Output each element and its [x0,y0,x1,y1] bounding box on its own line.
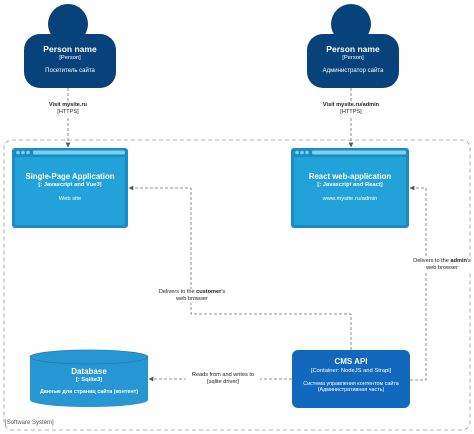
person-visitor-name: Person name [43,44,97,54]
relation-visit-admin-label: Visit mysite.ru/admin [HTTPS] [316,102,386,116]
relation-deliver-customer-line2: web browser [176,295,208,302]
relation-deliver-admin-pre: Delivers to the [413,258,451,264]
db-desc: Данные для страниц сайта (контент) [39,389,139,395]
relation-deliver-admin-bold: admin [450,258,467,264]
react-text: React web-application [: Javascript and … [294,172,406,202]
relation-db-rw-label: Reads from and writes to [sqlite driver] [186,372,260,386]
person-admin-name: Person name [326,44,380,54]
relation-visit-user-text: Visit mysite.ru [48,102,88,108]
system-boundary [3,139,471,431]
spa-tech: [: Javascript and Vue3] [38,182,102,188]
spa-title: Single-Page Application [25,172,115,181]
cms-tech: [Container: NodeJS and Strapi] [310,368,392,374]
relation-deliver-customer-line [128,185,352,350]
relation-visit-user-tech: [HTTPS] [57,108,79,115]
person-visitor-desc: Посетитель сайта [45,68,95,74]
relation-deliver-customer-pre: Delivers to the [158,289,197,295]
react-desc: www.mysite.ru/admin [322,196,378,202]
react-tech: [: Javascript and React] [317,182,383,188]
person-visitor-body [24,34,116,88]
relation-deliver-customer-post: 's [221,289,226,295]
container-react[interactable] [291,148,409,228]
relation-deliver-admin-label: Delivers to the admin's web browser [411,258,473,272]
boundary-label: [Software System] [5,420,54,426]
relation-db-rw-tech: [sqlite driver] [207,378,239,385]
db-title: Database [71,367,107,376]
relation-deliver-admin-post: 's [466,258,471,264]
relation-deliver-admin-line2: web browser [426,264,458,271]
person-visitor-text: Person name [Person] Посетитель сайта [24,44,116,74]
relation-deliver-admin-line [409,185,427,381]
relation-db-rw-text: Reads from and writes to [191,372,255,378]
spa-desc: Web site [58,196,82,202]
db-text: Database [: Sqlite3] Данные для страниц … [30,367,148,395]
container-cms[interactable] [292,350,410,408]
cms-desc-1: Система управления контентом сайта [303,381,399,387]
person-admin-text: Person name [Person] Администратор сайта [307,44,399,74]
relation-deliver-customer-label: Delivers to the customer's web browser [158,289,226,303]
relation-visit-user-label: Visit mysite.ru [HTTPS] [38,102,98,116]
relation-visit-admin-tech: [HTTPS] [340,108,362,115]
person-admin-desc: Администратор сайта [322,68,384,74]
cms-desc-2: (Административная часть) [317,387,385,393]
person-admin-body [307,34,399,88]
spa-text: Single-Page Application [: Javascript an… [15,172,125,202]
container-spa[interactable] [12,148,128,228]
cms-text: CMS API [Container: NodeJS and Strapi] С… [292,357,410,393]
relation-deliver-customer-bold: customer [196,289,222,295]
db-tech: [: Sqlite3] [75,377,103,383]
relation-visit-admin-text: Visit mysite.ru/admin [322,102,380,108]
person-admin[interactable] [307,4,399,88]
cms-title: CMS API [334,357,368,366]
react-title: React web-application [308,172,392,181]
person-visitor[interactable] [24,4,116,88]
person-admin-type: [Person] [342,55,364,61]
container-database[interactable] [29,349,149,407]
person-visitor-type: [Person] [59,55,81,61]
